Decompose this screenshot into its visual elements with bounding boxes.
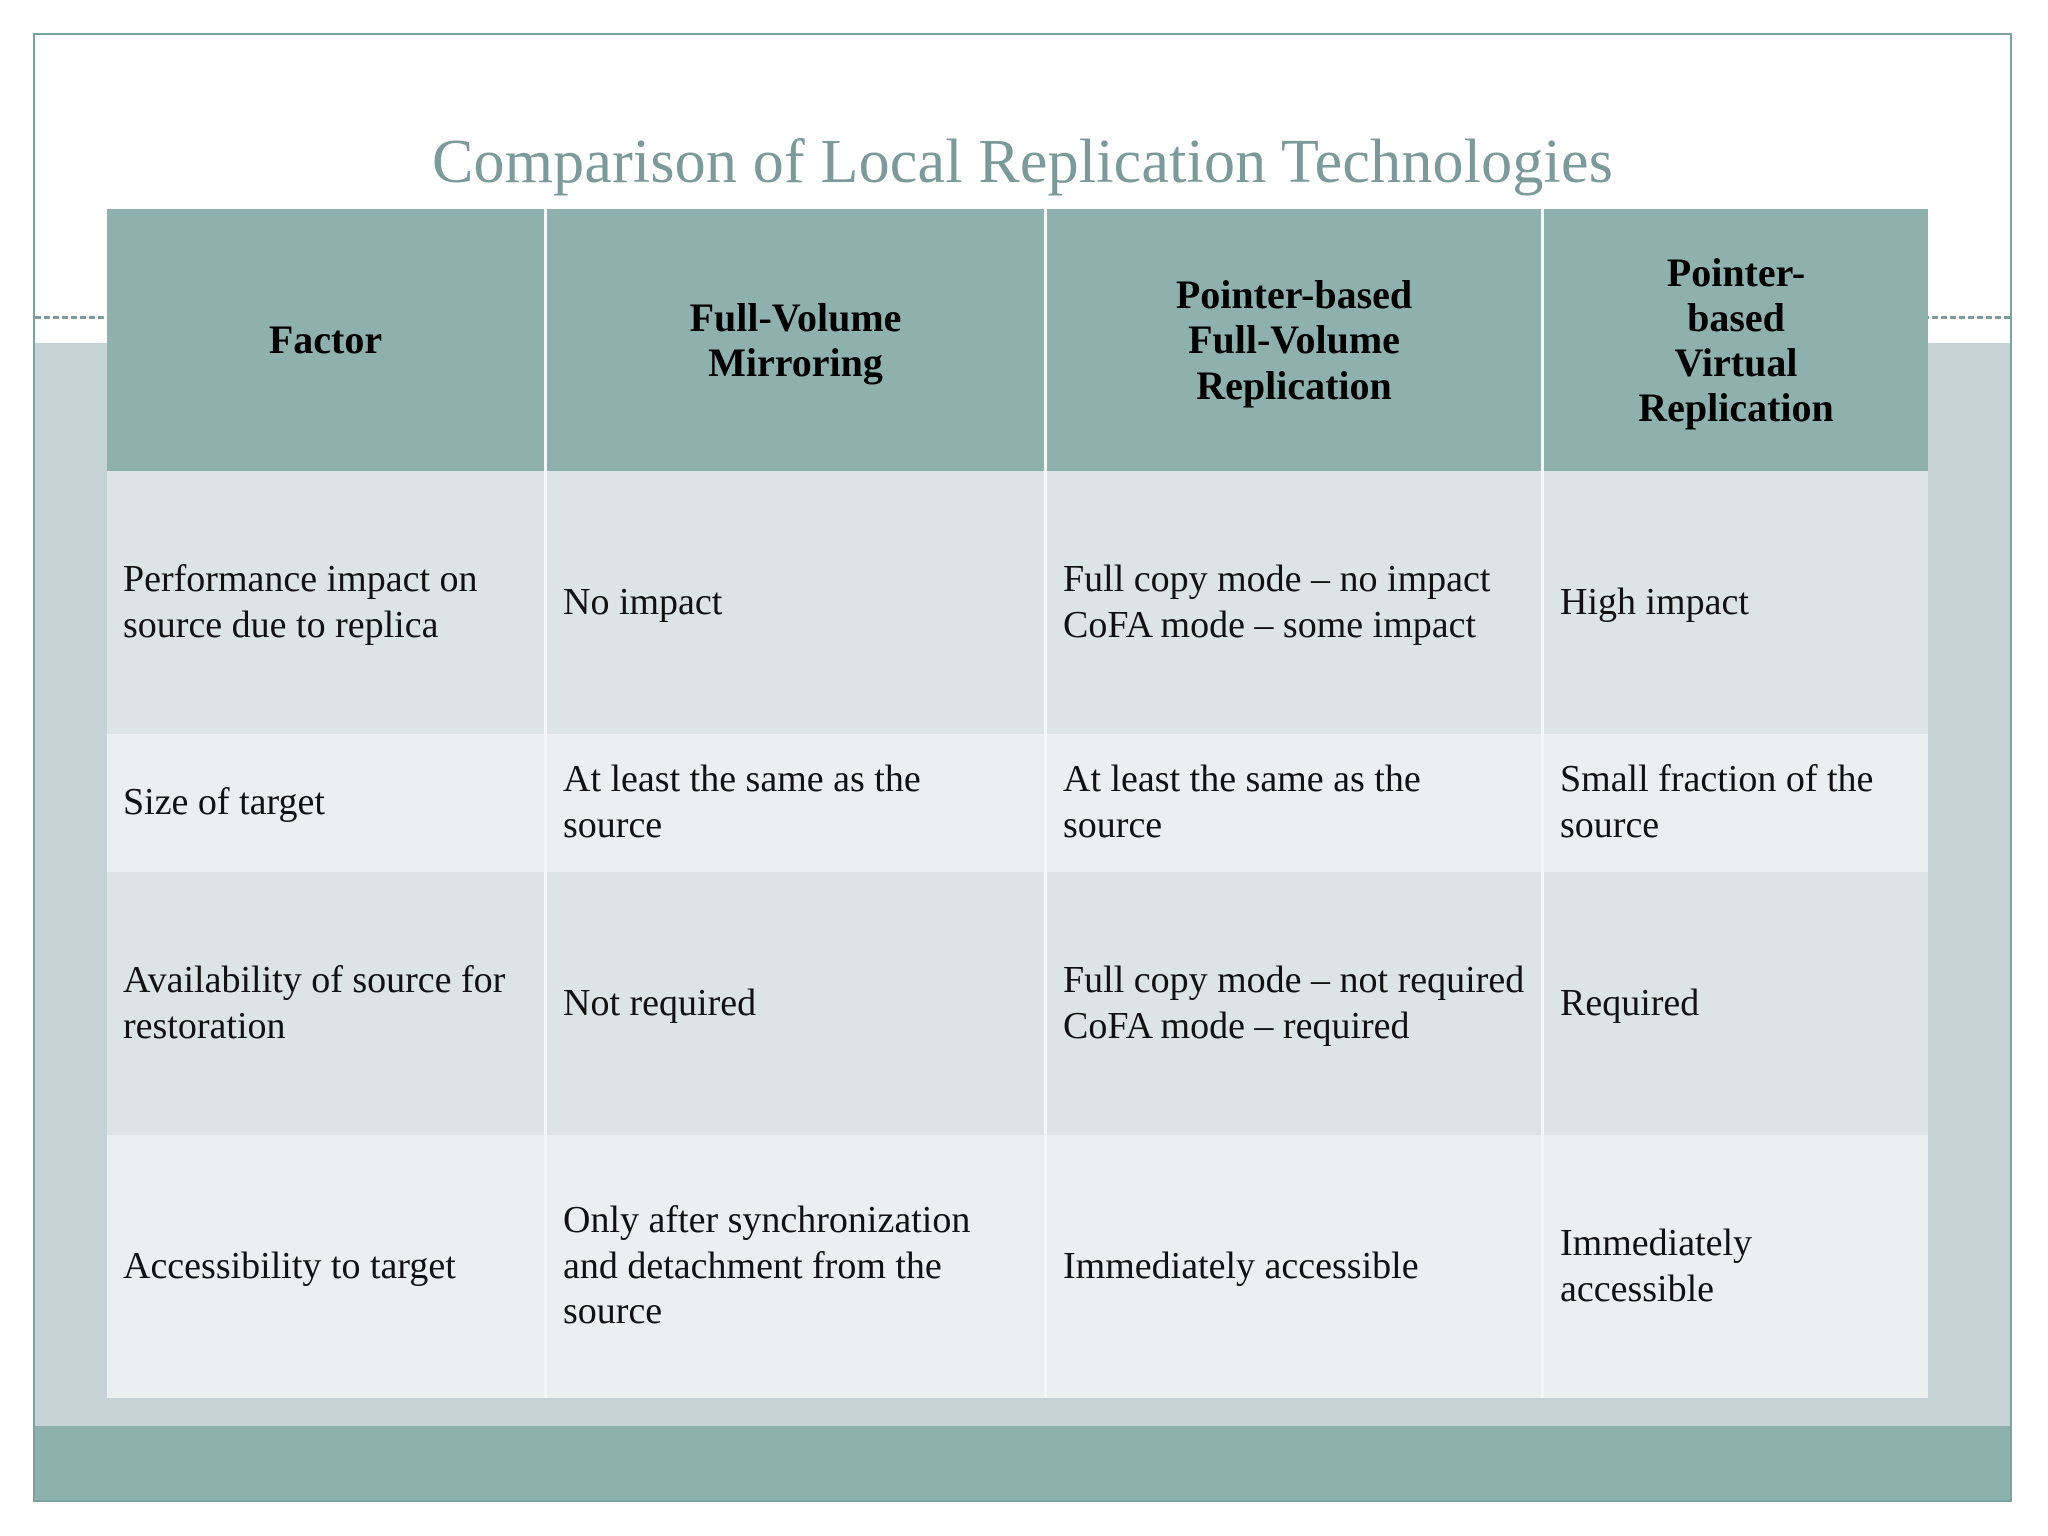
cell-pointer-based-virtual: Required [1544, 872, 1928, 1135]
cell-pointer-based-full-volume: Immediately accessible [1047, 1135, 1544, 1398]
table-header-row: Factor Full-Volume Mirroring Pointer-bas… [107, 209, 1928, 471]
table-row: Accessibility to target Only after synch… [107, 1135, 1928, 1398]
cell-factor: Size of target [107, 734, 547, 872]
cell-full-volume-mirroring: Only after synchronization and detachmen… [547, 1135, 1047, 1398]
cell-factor: Performance impact on source due to repl… [107, 471, 547, 734]
column-header-factor: Factor [107, 209, 547, 471]
cell-pointer-based-full-volume: At least the same as the source [1047, 734, 1544, 872]
footer-band [35, 1426, 2010, 1500]
comparison-table: Factor Full-Volume Mirroring Pointer-bas… [107, 209, 1928, 1398]
slide-canvas: Comparison of Local Replication Technolo… [33, 33, 2012, 1502]
cell-pointer-based-virtual: Small fraction of the source [1544, 734, 1928, 872]
table-row: Performance impact on source due to repl… [107, 471, 1928, 734]
cell-factor: Availability of source for restoration [107, 872, 547, 1135]
cell-pointer-based-full-volume: Full copy mode – not required CoFA mode … [1047, 872, 1544, 1135]
table-row: Availability of source for restoration N… [107, 872, 1928, 1135]
cell-pointer-based-full-volume: Full copy mode – no impact CoFA mode – s… [1047, 471, 1544, 734]
column-header-pointer-based-virtual-replication: Pointer- based Virtual Replication [1544, 209, 1928, 471]
page-title: Comparison of Local Replication Technolo… [431, 128, 1614, 196]
cell-pointer-based-virtual: High impact [1544, 471, 1928, 734]
cell-full-volume-mirroring: At least the same as the source [547, 734, 1047, 872]
cell-full-volume-mirroring: No impact [547, 471, 1047, 734]
table-row: Size of target At least the same as the … [107, 734, 1928, 872]
column-header-full-volume-mirroring: Full-Volume Mirroring [547, 209, 1047, 471]
column-header-pointer-based-full-volume-replication: Pointer-based Full-Volume Replication [1047, 209, 1544, 471]
cell-full-volume-mirroring: Not required [547, 872, 1047, 1135]
cell-pointer-based-virtual: Immediately accessible [1544, 1135, 1928, 1398]
cell-factor: Accessibility to target [107, 1135, 547, 1398]
